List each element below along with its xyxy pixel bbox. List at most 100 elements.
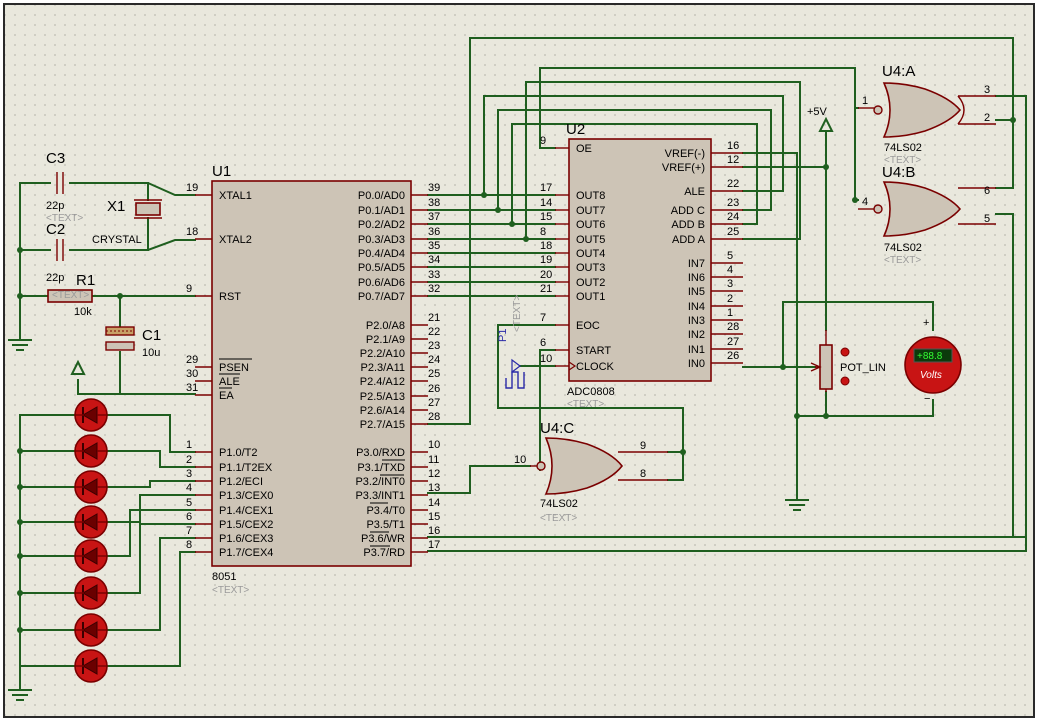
gate-b-ref: U4:B bbox=[882, 164, 915, 181]
u1-pin-number: 17 bbox=[428, 539, 440, 551]
led-6[interactable] bbox=[74, 576, 108, 610]
u1-pin-number: 7 bbox=[186, 525, 192, 537]
gate-b-pin-in1: 6 bbox=[984, 185, 990, 197]
u2-text: <TEXT> bbox=[567, 399, 604, 410]
u1-pin-number: 23 bbox=[428, 340, 440, 352]
gate-a-pin-out: 1 bbox=[862, 95, 868, 107]
u1-pin-label: P1.4/CEX1 bbox=[219, 505, 273, 517]
u1-pin-label: P0.3/AD3 bbox=[358, 234, 405, 246]
u2-ref: U2 bbox=[566, 121, 585, 138]
u1-pin-number: 21 bbox=[428, 312, 440, 324]
crystal-x1[interactable]: X1 CRYSTAL bbox=[92, 198, 162, 246]
u1-pin-label: XTAL2 bbox=[219, 234, 252, 246]
u2-pin-number: 18 bbox=[540, 240, 552, 252]
u1-pin-label: P1.7/CEX4 bbox=[219, 547, 273, 559]
u1-pin-label: P2.1/A9 bbox=[366, 334, 405, 346]
u1-pin-label: P1.2/ECI bbox=[219, 476, 263, 488]
gate-a-text: <TEXT> bbox=[884, 155, 921, 166]
u1-microcontroller[interactable]: U1 8051 <TEXT> 19XTAL118XTAL29RST29PSEN3… bbox=[186, 163, 440, 596]
r1-value: 10k bbox=[74, 306, 92, 318]
led-1[interactable] bbox=[74, 398, 108, 432]
x1-ref: X1 bbox=[107, 198, 125, 215]
gate-u4b[interactable]: 4 6 5 U4:B 74LS02 <TEXT> bbox=[858, 164, 996, 266]
u1-pin-label: P0.2/AD2 bbox=[358, 219, 405, 231]
led-3[interactable] bbox=[74, 470, 108, 504]
u2-pin-number: 6 bbox=[540, 337, 546, 349]
u2-pin-label: IN7 bbox=[688, 258, 705, 270]
u2-adc[interactable]: U2 ADC0808 <TEXT> 9OE17OUT814OUT715OUT68… bbox=[540, 121, 743, 410]
u1-pin-label: P3.7/RD bbox=[363, 547, 405, 559]
u2-pin-label: IN5 bbox=[688, 286, 705, 298]
led-5[interactable] bbox=[74, 539, 108, 573]
gate-c-pin-in2: 8 bbox=[640, 468, 646, 480]
c1-ref: C1 bbox=[142, 327, 161, 344]
led-array[interactable] bbox=[74, 398, 108, 683]
gate-u4a[interactable]: 1 3 2 U4:A 74LS02 <TEXT> bbox=[858, 63, 996, 166]
led-4[interactable] bbox=[74, 505, 108, 539]
u2-pin-number: 9 bbox=[540, 135, 546, 147]
capacitor-c3[interactable]: C3 22p <TEXT> bbox=[46, 150, 83, 224]
u2-pin-label: IN3 bbox=[688, 315, 705, 327]
u1-pin-number: 28 bbox=[428, 411, 440, 423]
u2-pin-label: ADD A bbox=[672, 234, 706, 246]
u1-pin-number: 30 bbox=[186, 368, 198, 380]
u2-pin-number: 5 bbox=[727, 250, 733, 262]
u2-pin-label: IN1 bbox=[688, 344, 705, 356]
u1-pin-number: 1 bbox=[186, 439, 192, 451]
led-7[interactable] bbox=[74, 613, 108, 647]
u1-pin-label: P1.5/CEX2 bbox=[219, 519, 273, 531]
u2-value: ADC0808 bbox=[567, 386, 615, 398]
u1-pin-number: 27 bbox=[428, 397, 440, 409]
u1-pin-label: P0.7/AD7 bbox=[358, 291, 405, 303]
led-2[interactable] bbox=[74, 434, 108, 468]
u1-pin-number: 37 bbox=[428, 211, 440, 223]
u1-pin-label: P2.4/A12 bbox=[360, 376, 405, 388]
led-8[interactable] bbox=[74, 649, 108, 683]
u2-pin-number: 16 bbox=[727, 140, 739, 152]
u2-pin-label: OUT6 bbox=[576, 219, 605, 231]
voltmeter[interactable]: +88.8 Volts + − bbox=[904, 317, 962, 405]
u1-pin-label: P3.5/T1 bbox=[366, 519, 405, 531]
u1-pin-label: P3.2/INT0 bbox=[355, 476, 405, 488]
u1-pin-number: 3 bbox=[186, 468, 192, 480]
gate-b-pin-out: 4 bbox=[862, 196, 868, 208]
u2-pin-number: 22 bbox=[727, 178, 739, 190]
u1-pin-number: 29 bbox=[186, 354, 198, 366]
u2-pin-number: 7 bbox=[540, 312, 546, 324]
u1-pin-number: 8 bbox=[186, 539, 192, 551]
capacitor-c1[interactable]: C1 10u bbox=[105, 326, 161, 359]
u1-pin-label: P1.0/T2 bbox=[219, 447, 258, 459]
c2-ref: C2 bbox=[46, 221, 65, 238]
clock-probe-p1[interactable]: P1 <TEXT> bbox=[497, 295, 525, 389]
u1-pin-number: 31 bbox=[186, 382, 198, 394]
u2-pin-number: 14 bbox=[540, 197, 552, 209]
u1-pin-label: P2.5/A13 bbox=[360, 391, 405, 403]
pot-value: POT_LIN bbox=[840, 362, 886, 374]
capacitor-c2[interactable]: C2 22p bbox=[46, 221, 65, 284]
voltmeter-plus: + bbox=[923, 317, 929, 329]
resistor-r1[interactable]: R1 10k <TEXT> bbox=[47, 272, 95, 318]
u1-pin-label: P0.1/AD1 bbox=[358, 205, 405, 217]
gate-a-ref: U4:A bbox=[882, 63, 915, 80]
r1-text: <TEXT> bbox=[52, 290, 89, 301]
u2-pin-number: 12 bbox=[727, 154, 739, 166]
u1-pin-number: 32 bbox=[428, 283, 440, 295]
u1-pin-label: P0.4/AD4 bbox=[358, 248, 405, 260]
gate-c-value: 74LS02 bbox=[540, 498, 578, 510]
voltmeter-minus: − bbox=[924, 393, 930, 405]
u1-pin-label: P3.6/WR bbox=[361, 533, 405, 545]
gate-u4c[interactable]: 10 9 8 U4:C 74LS02 <TEXT> bbox=[514, 420, 668, 524]
p1-text: <TEXT> bbox=[512, 295, 523, 332]
u1-pin-number: 18 bbox=[186, 226, 198, 238]
gate-a-pin-in2: 2 bbox=[984, 112, 990, 124]
u1-pin-label: P0.6/AD6 bbox=[358, 277, 405, 289]
p1-ref: P1 bbox=[497, 329, 509, 342]
u1-pin-label: P1.6/CEX3 bbox=[219, 533, 273, 545]
u1-pin-label: P3.4/T0 bbox=[366, 505, 405, 517]
voltmeter-display: +88.8 bbox=[917, 351, 943, 362]
potentiometer[interactable]: POT_LIN bbox=[810, 330, 886, 392]
u1-pin-label: P2.7/A15 bbox=[360, 419, 405, 431]
u1-pin-number: 11 bbox=[428, 454, 439, 466]
